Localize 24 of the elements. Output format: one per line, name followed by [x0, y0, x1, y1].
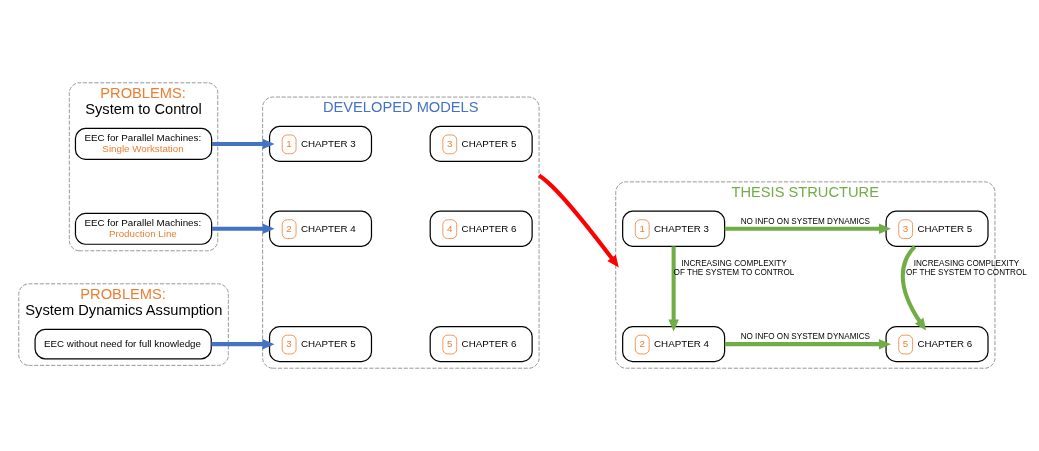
node-box: 5 CHAPTER 6	[429, 326, 533, 363]
node-box: 2 CHAPTER 4	[268, 210, 373, 247]
node-box: EEC for Parallel Machines: Single Workstation	[74, 127, 213, 161]
edge-label: INCREASING COMPLEXITY OF THE SYSTEM TO CONTROL	[906, 258, 1027, 277]
node-box: EEC for Parallel Machines: Production Line	[74, 212, 213, 245]
edge-label: NO INFO ON SYSTEM DYNAMICS	[740, 216, 871, 226]
node-box: 1 CHAPTER 3	[268, 125, 373, 163]
arrow	[724, 338, 891, 350]
node-box: 1 CHAPTER 3	[622, 210, 726, 247]
arrow	[668, 246, 679, 332]
arrow	[212, 223, 275, 234]
node-box: 3 CHAPTER 5	[429, 125, 533, 163]
node-box: 2 CHAPTER 4	[622, 326, 726, 363]
arrow	[724, 223, 891, 234]
arrow	[537, 173, 619, 268]
node-box: 3 CHAPTER 5	[885, 210, 989, 247]
node-box: 5 CHAPTER 6	[885, 326, 989, 363]
arrow	[211, 338, 275, 350]
arrow	[212, 138, 275, 150]
edge-label: NO INFO ON SYSTEM DYNAMICS	[740, 332, 871, 342]
node-box: 3 CHAPTER 5	[268, 326, 373, 363]
node-box: 4 CHAPTER 6	[429, 210, 533, 247]
node-box: EEC without need for full knowledge	[34, 328, 212, 360]
arrow	[900, 245, 927, 331]
